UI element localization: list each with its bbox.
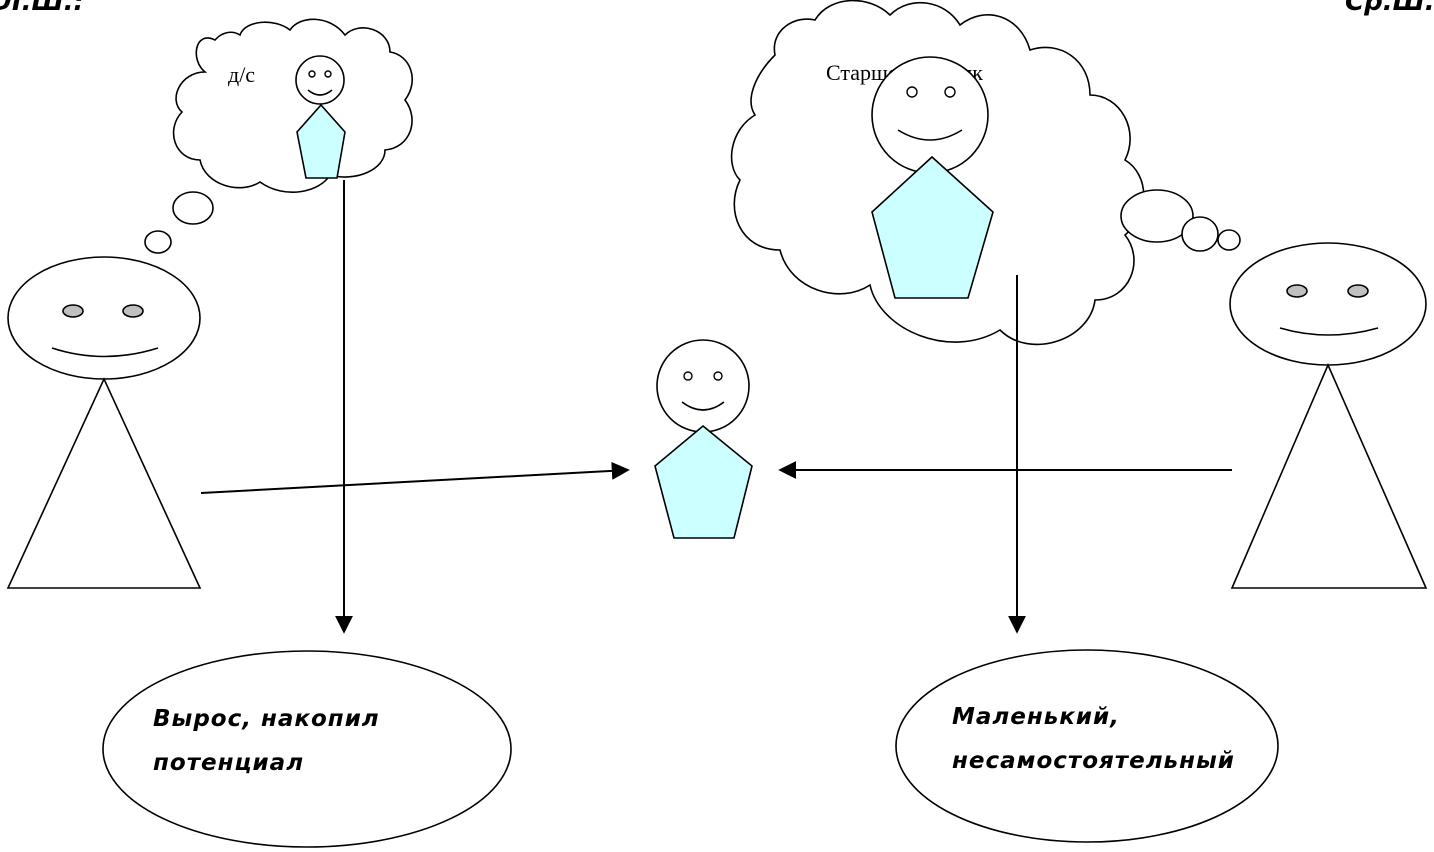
corner-label-left: Л.Ш.: bbox=[0, 0, 84, 17]
eye-icon bbox=[906, 86, 918, 98]
triangle-body bbox=[1230, 362, 1428, 589]
student-figure-large bbox=[871, 56, 994, 299]
adult-figure-left bbox=[6, 256, 202, 589]
eye-icon bbox=[1286, 284, 1308, 298]
eye-icon bbox=[713, 371, 723, 381]
result-right-line2: несамостоятельный bbox=[952, 748, 1235, 774]
adult-figure-right bbox=[1229, 242, 1428, 589]
head bbox=[871, 56, 989, 174]
result-ellipse-left: Вырос, накопил потенциал bbox=[102, 650, 512, 848]
thought-bubble-left-2 bbox=[144, 230, 172, 254]
pentagon-body bbox=[654, 424, 753, 539]
head bbox=[295, 55, 345, 105]
smile-icon bbox=[51, 347, 159, 358]
result-right-line1: Маленький, bbox=[952, 704, 1120, 730]
child-figure-small bbox=[295, 55, 346, 179]
triangle-body bbox=[6, 377, 202, 589]
result-left-line2: потенциал bbox=[153, 750, 304, 776]
thought-cloud-left: д/с bbox=[124, 18, 414, 274]
eye-icon bbox=[62, 304, 84, 318]
smile-icon bbox=[1279, 327, 1379, 336]
head bbox=[656, 339, 750, 433]
result-ellipse-right: Маленький, несамостоятельный bbox=[895, 649, 1279, 843]
head bbox=[1229, 242, 1427, 366]
child-figure-center bbox=[654, 339, 753, 539]
smile-icon bbox=[307, 89, 333, 96]
smile-icon bbox=[897, 129, 963, 141]
pentagon-body bbox=[871, 155, 994, 299]
corner-label-right: Ср.Ш.: bbox=[1345, 0, 1434, 17]
head bbox=[7, 256, 201, 380]
thought-bubble-left-1 bbox=[172, 191, 214, 225]
result-left-line1: Вырос, накопил bbox=[153, 706, 380, 732]
thought-bubble-right-1 bbox=[1120, 189, 1194, 243]
smile-icon bbox=[681, 401, 725, 411]
eye-icon bbox=[944, 86, 956, 98]
arrow-left-adult-to-child bbox=[200, 461, 630, 494]
thought-bubble-right-2 bbox=[1181, 216, 1219, 252]
eye-icon bbox=[683, 371, 693, 381]
thought-bubble-right-3 bbox=[1217, 229, 1241, 251]
eye-icon bbox=[1347, 284, 1369, 298]
thought-cloud-right: Старшеклассник bbox=[730, 0, 1241, 346]
thought-label-left: д/с bbox=[228, 62, 255, 87]
eye-icon bbox=[324, 70, 332, 78]
eye-icon bbox=[308, 70, 316, 78]
pentagon-body bbox=[296, 103, 346, 179]
eye-icon bbox=[122, 304, 144, 318]
